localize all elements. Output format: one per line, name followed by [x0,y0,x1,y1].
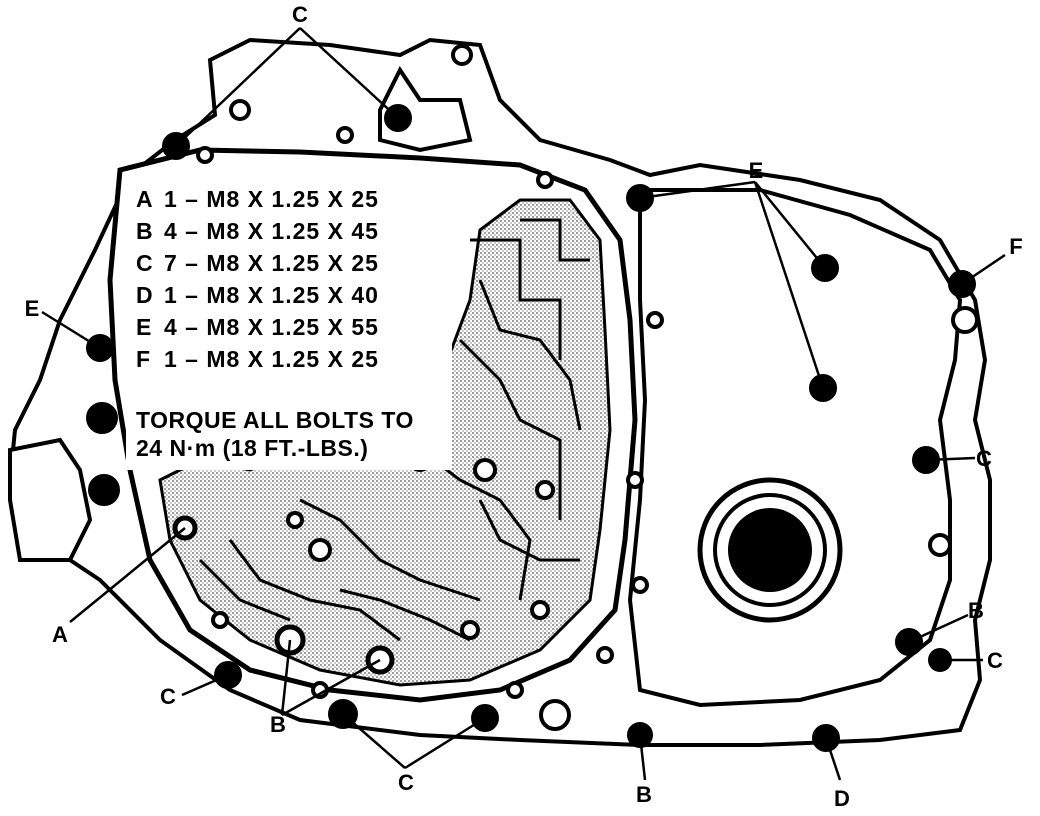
torque-line-1: TORQUE ALL BOLTS TO [136,407,414,433]
legend-letter: D [136,282,154,308]
torque-line-2: 24 N·m (18 FT.-LBS.) [136,435,369,461]
legend-spec: 4 – M8 X 1.25 X 45 [164,218,379,244]
legend-spec: 1 – M8 X 1.25 X 25 [164,186,379,212]
callout-d-bottom: D [834,786,850,811]
channel-detail-lines [198,218,590,642]
bolt-left-1 [86,402,118,434]
callout-c-top: C [292,2,308,27]
bolt-heads [86,104,976,752]
bolt-left-2 [88,474,120,506]
legend-letter: A [136,186,154,212]
output-shaft-bore [728,508,812,592]
legend-item-c: C 7 – M8 X 1.25 X 25 [136,250,379,277]
torque-note: TORQUE ALL BOLTS TO 24 N·m (18 FT.-LBS.) [136,406,414,462]
callout-e-top: E [748,158,764,183]
leader-lines [41,27,1006,781]
legend-item-b: B 4 – M8 X 1.25 X 45 [136,218,379,245]
callout-b-bottom: B [636,782,652,807]
legend-letter: B [136,218,154,244]
legend-item-f: F 1 – M8 X 1.25 X 25 [136,346,379,373]
legend-item-e: E 4 – M8 X 1.25 X 55 [136,314,379,341]
callout-f-right: F [1009,234,1023,259]
legend-spec: 7 – M8 X 1.25 X 25 [164,250,379,276]
legend-spec: 4 – M8 X 1.25 X 55 [164,314,379,340]
legend-letter: C [136,250,154,276]
flange-holes [196,44,979,731]
callout-c-right-low: C [987,648,1003,673]
callout-e-left: E [24,296,40,321]
legend-spec: 1 – M8 X 1.25 X 40 [164,282,379,308]
right-case-cover [627,188,963,708]
legend-letter: F [136,346,152,372]
callout-c-right-mid: C [976,446,992,471]
legend-letter: E [136,314,153,340]
callout-b-low-left: B [270,712,286,737]
callout-c-bottom: C [398,770,414,795]
legend-item-a: A 1 – M8 X 1.25 X 25 [136,186,379,213]
left-mount-block [8,437,93,562]
callout-a-left: A [52,622,68,647]
callout-c-left-low: C [160,684,176,709]
legend-item-d: D 1 – M8 X 1.25 X 40 [136,282,379,309]
legend-spec: 1 – M8 X 1.25 X 25 [164,346,379,372]
callout-b-right: B [968,598,984,623]
